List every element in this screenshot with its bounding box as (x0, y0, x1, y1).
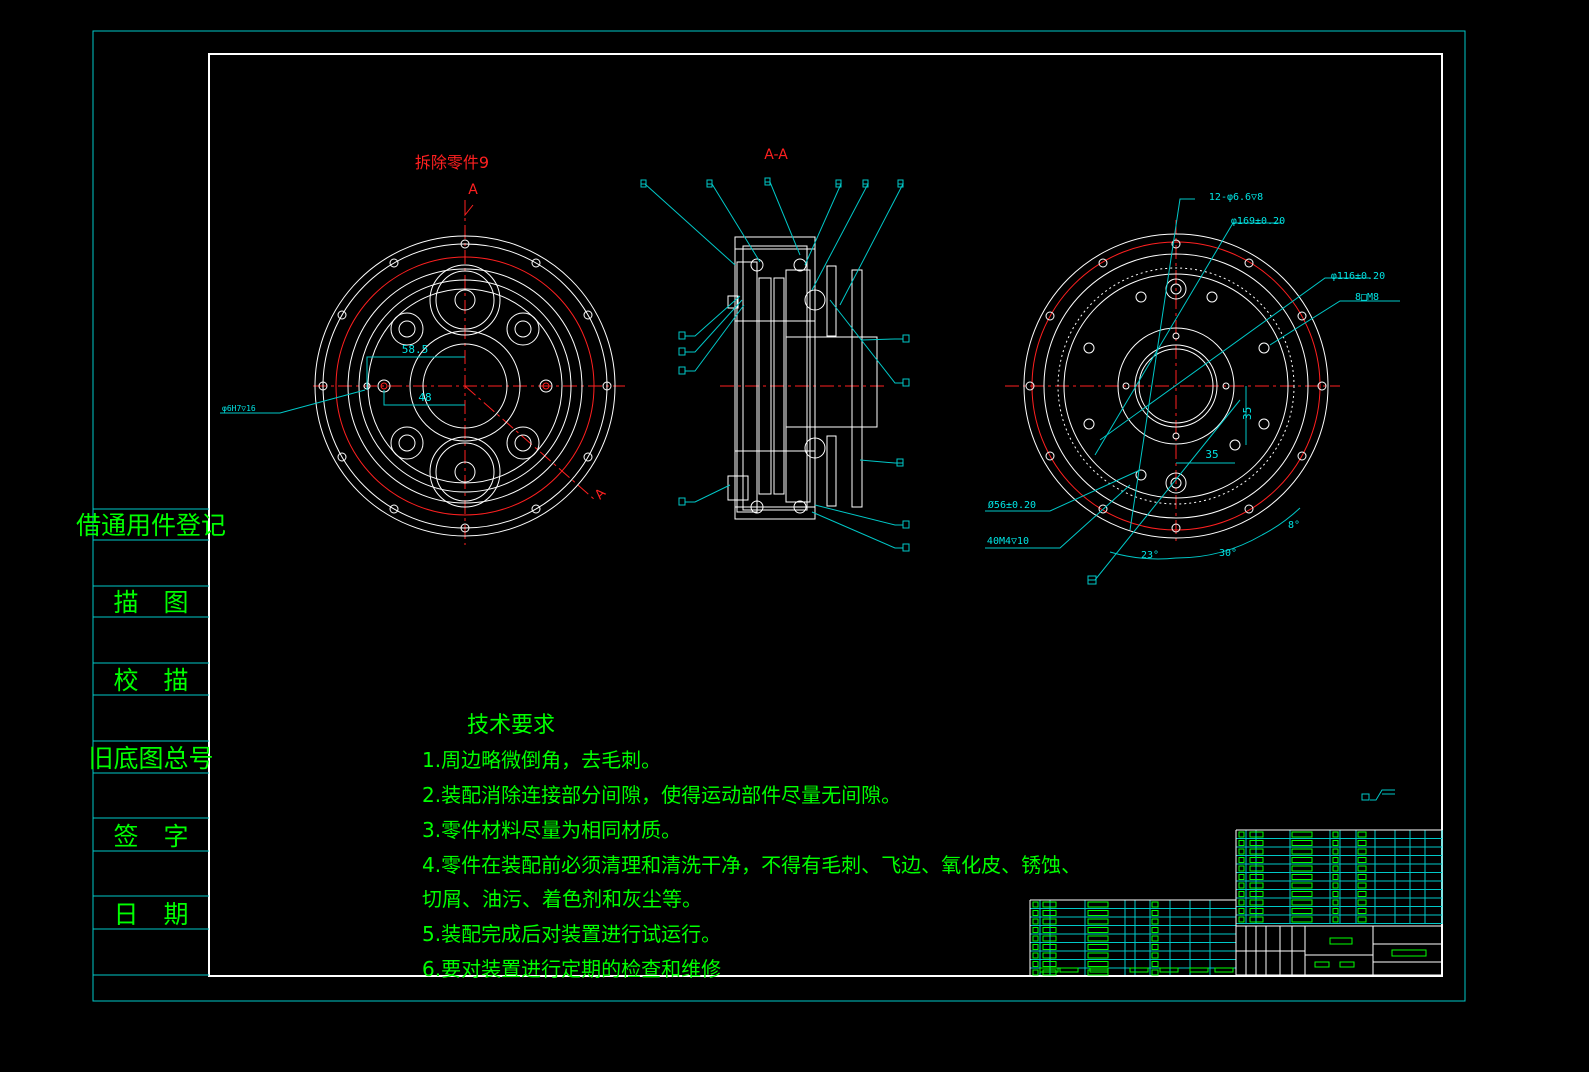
tech-item-7: 6.要对装置进行定期的检查和维修 (422, 957, 721, 981)
dim-35-h: 35 (1205, 448, 1218, 461)
side-row-3: 校 描 (113, 666, 188, 695)
tech-item-3: 3.零件材料尽量为相同材质。 (422, 818, 681, 842)
dim-116: φ116±0.20 (1331, 271, 1385, 282)
section-mark-bottom: A (592, 486, 609, 503)
dim-30deg: 30° (1219, 548, 1237, 559)
left-view-title: 拆除零件9 (415, 153, 489, 172)
hole-note: φ6H7▽16 (222, 404, 256, 413)
dim-8m8: 8□M8 (1355, 292, 1379, 303)
dim-48: 48 (418, 391, 431, 404)
section-view: A-A (640, 147, 910, 552)
left-view: 拆除零件9 A A (220, 153, 625, 545)
outer-frame (92, 30, 1466, 1002)
tech-item-5: 切屑、油污、着色剂和灰尘等。 (422, 887, 702, 911)
side-row-2: 描 图 (113, 588, 188, 617)
dim-35-v: 35 (1241, 407, 1254, 420)
side-row-4: 旧底图总号 (88, 744, 213, 773)
dim-8deg: 8° (1288, 520, 1300, 531)
technical-requirements: 技术要求 1.周边略微倒角，去毛刺。 2.装配消除连接部分间隙，使得运动部件尽量… (422, 713, 1081, 981)
title-block (1029, 829, 1443, 976)
dim-12-holes: 12-φ6.6▽8 (1209, 192, 1263, 203)
dim-23deg: 23° (1141, 550, 1159, 561)
tech-item-2: 2.装配消除连接部分间隙，使得运动部件尽量无间隙。 (422, 783, 901, 807)
side-row-5: 签 字 (113, 822, 188, 851)
dim-169: φ169±0.20 (1231, 216, 1285, 227)
side-row-6: 日 期 (113, 900, 188, 929)
dim-58-5: 58.5 (402, 343, 429, 356)
tech-title: 技术要求 (467, 713, 555, 738)
section-mark-top: A (468, 182, 478, 198)
dim-40m4: 40M4▽10 (987, 536, 1029, 547)
dim-56: Ø56±0.20 (988, 499, 1036, 511)
tech-item-4: 4.零件在装配前必须清理和清洗干净，不得有毛刺、飞边、氧化皮、锈蚀、 (422, 853, 1081, 877)
roughness-symbol (1361, 789, 1395, 801)
side-row-1: 借通用件登记 (76, 511, 226, 540)
section-title: A-A (764, 147, 788, 163)
right-view: 12-φ6.6▽8 φ169±0.20 φ116±0.20 8□M8 Ø56±0… (985, 192, 1400, 585)
side-table: 借通用件登记 描 图 校 描 旧底图总号 签 字 日 期 (76, 508, 226, 976)
tech-item-6: 5.装配完成后对装置进行试运行。 (422, 922, 721, 946)
inner-border (208, 53, 1443, 977)
tech-item-1: 1.周边略微倒角，去毛刺。 (422, 748, 661, 772)
